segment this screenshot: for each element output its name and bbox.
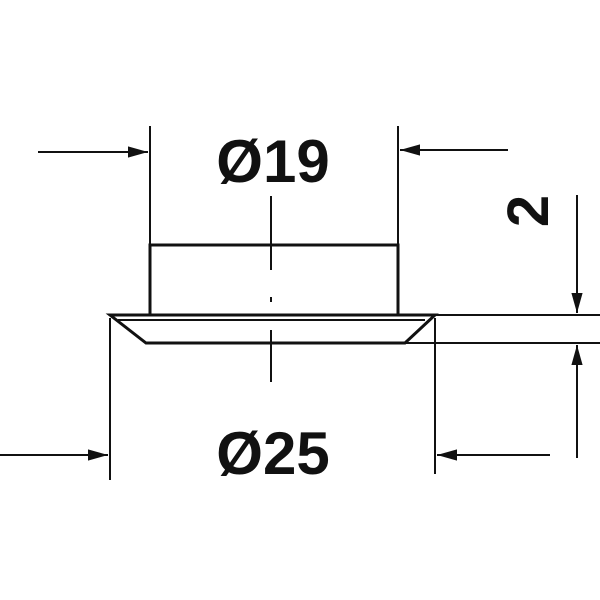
boss-body — [148, 243, 400, 317]
extension-lines — [109, 126, 600, 480]
dimension-label-flange-thickness: 2 — [496, 195, 561, 227]
dimension-label-bottom-diameter: Ø25 — [216, 420, 329, 487]
dimension-label-top-diameter: Ø19 — [216, 128, 329, 195]
dimension-arrows — [0, 144, 583, 461]
part-outline — [105, 243, 439, 345]
